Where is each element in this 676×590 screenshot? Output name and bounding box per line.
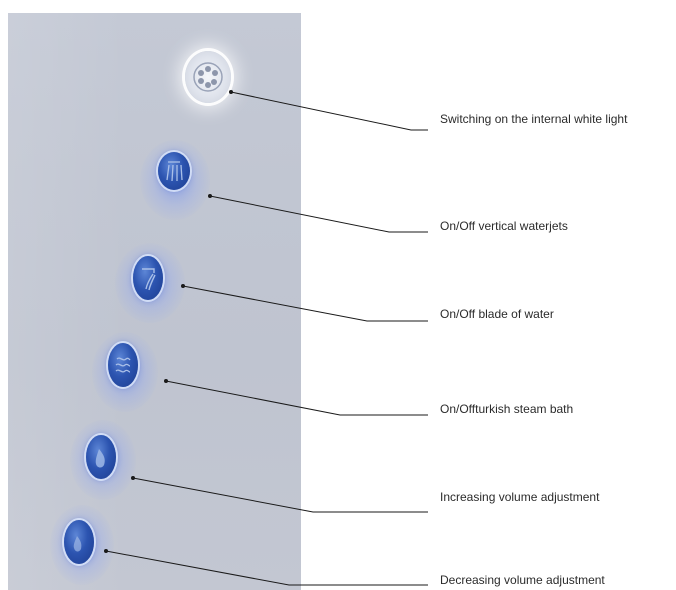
light-label: Switching on the internal white light [440, 112, 628, 126]
vertical-waterjets-button[interactable] [158, 152, 190, 190]
leader-line [182, 285, 428, 322]
leader-dot [181, 284, 185, 288]
leader-dot [104, 549, 108, 553]
light-icon [193, 62, 223, 92]
steam-bath-icon [115, 357, 131, 373]
leader-line [165, 380, 428, 416]
water-blade-button[interactable] [133, 256, 163, 300]
leader-dot [208, 194, 212, 198]
steam-bath-button[interactable] [108, 343, 138, 387]
steam-bath-label: On/Offturkish steam bath [440, 402, 574, 416]
vertical-waterjets-label: On/Off vertical waterjets [440, 219, 568, 233]
light-button[interactable] [185, 51, 231, 103]
leader-line [230, 91, 428, 131]
volume-down-label: Decreasing volume adjustment [440, 573, 605, 587]
volume-up-icon [95, 449, 105, 468]
leader-dot [164, 379, 168, 383]
leader-dot [229, 90, 233, 94]
volume-up-label: Increasing volume adjustment [440, 490, 600, 504]
leader-dot [131, 476, 135, 480]
leader-line [209, 195, 428, 233]
leader-line [132, 477, 428, 513]
panel-sheen [8, 13, 128, 590]
water-blade-icon [142, 268, 156, 291]
volume-down-icon [73, 536, 82, 552]
water-blade-label: On/Off blade of water [440, 307, 554, 321]
volume-down-button[interactable] [64, 520, 94, 564]
vertical-waterjets-icon [166, 161, 183, 182]
volume-up-button[interactable] [86, 435, 116, 479]
control-panel [8, 13, 301, 590]
leader-line [105, 550, 428, 586]
